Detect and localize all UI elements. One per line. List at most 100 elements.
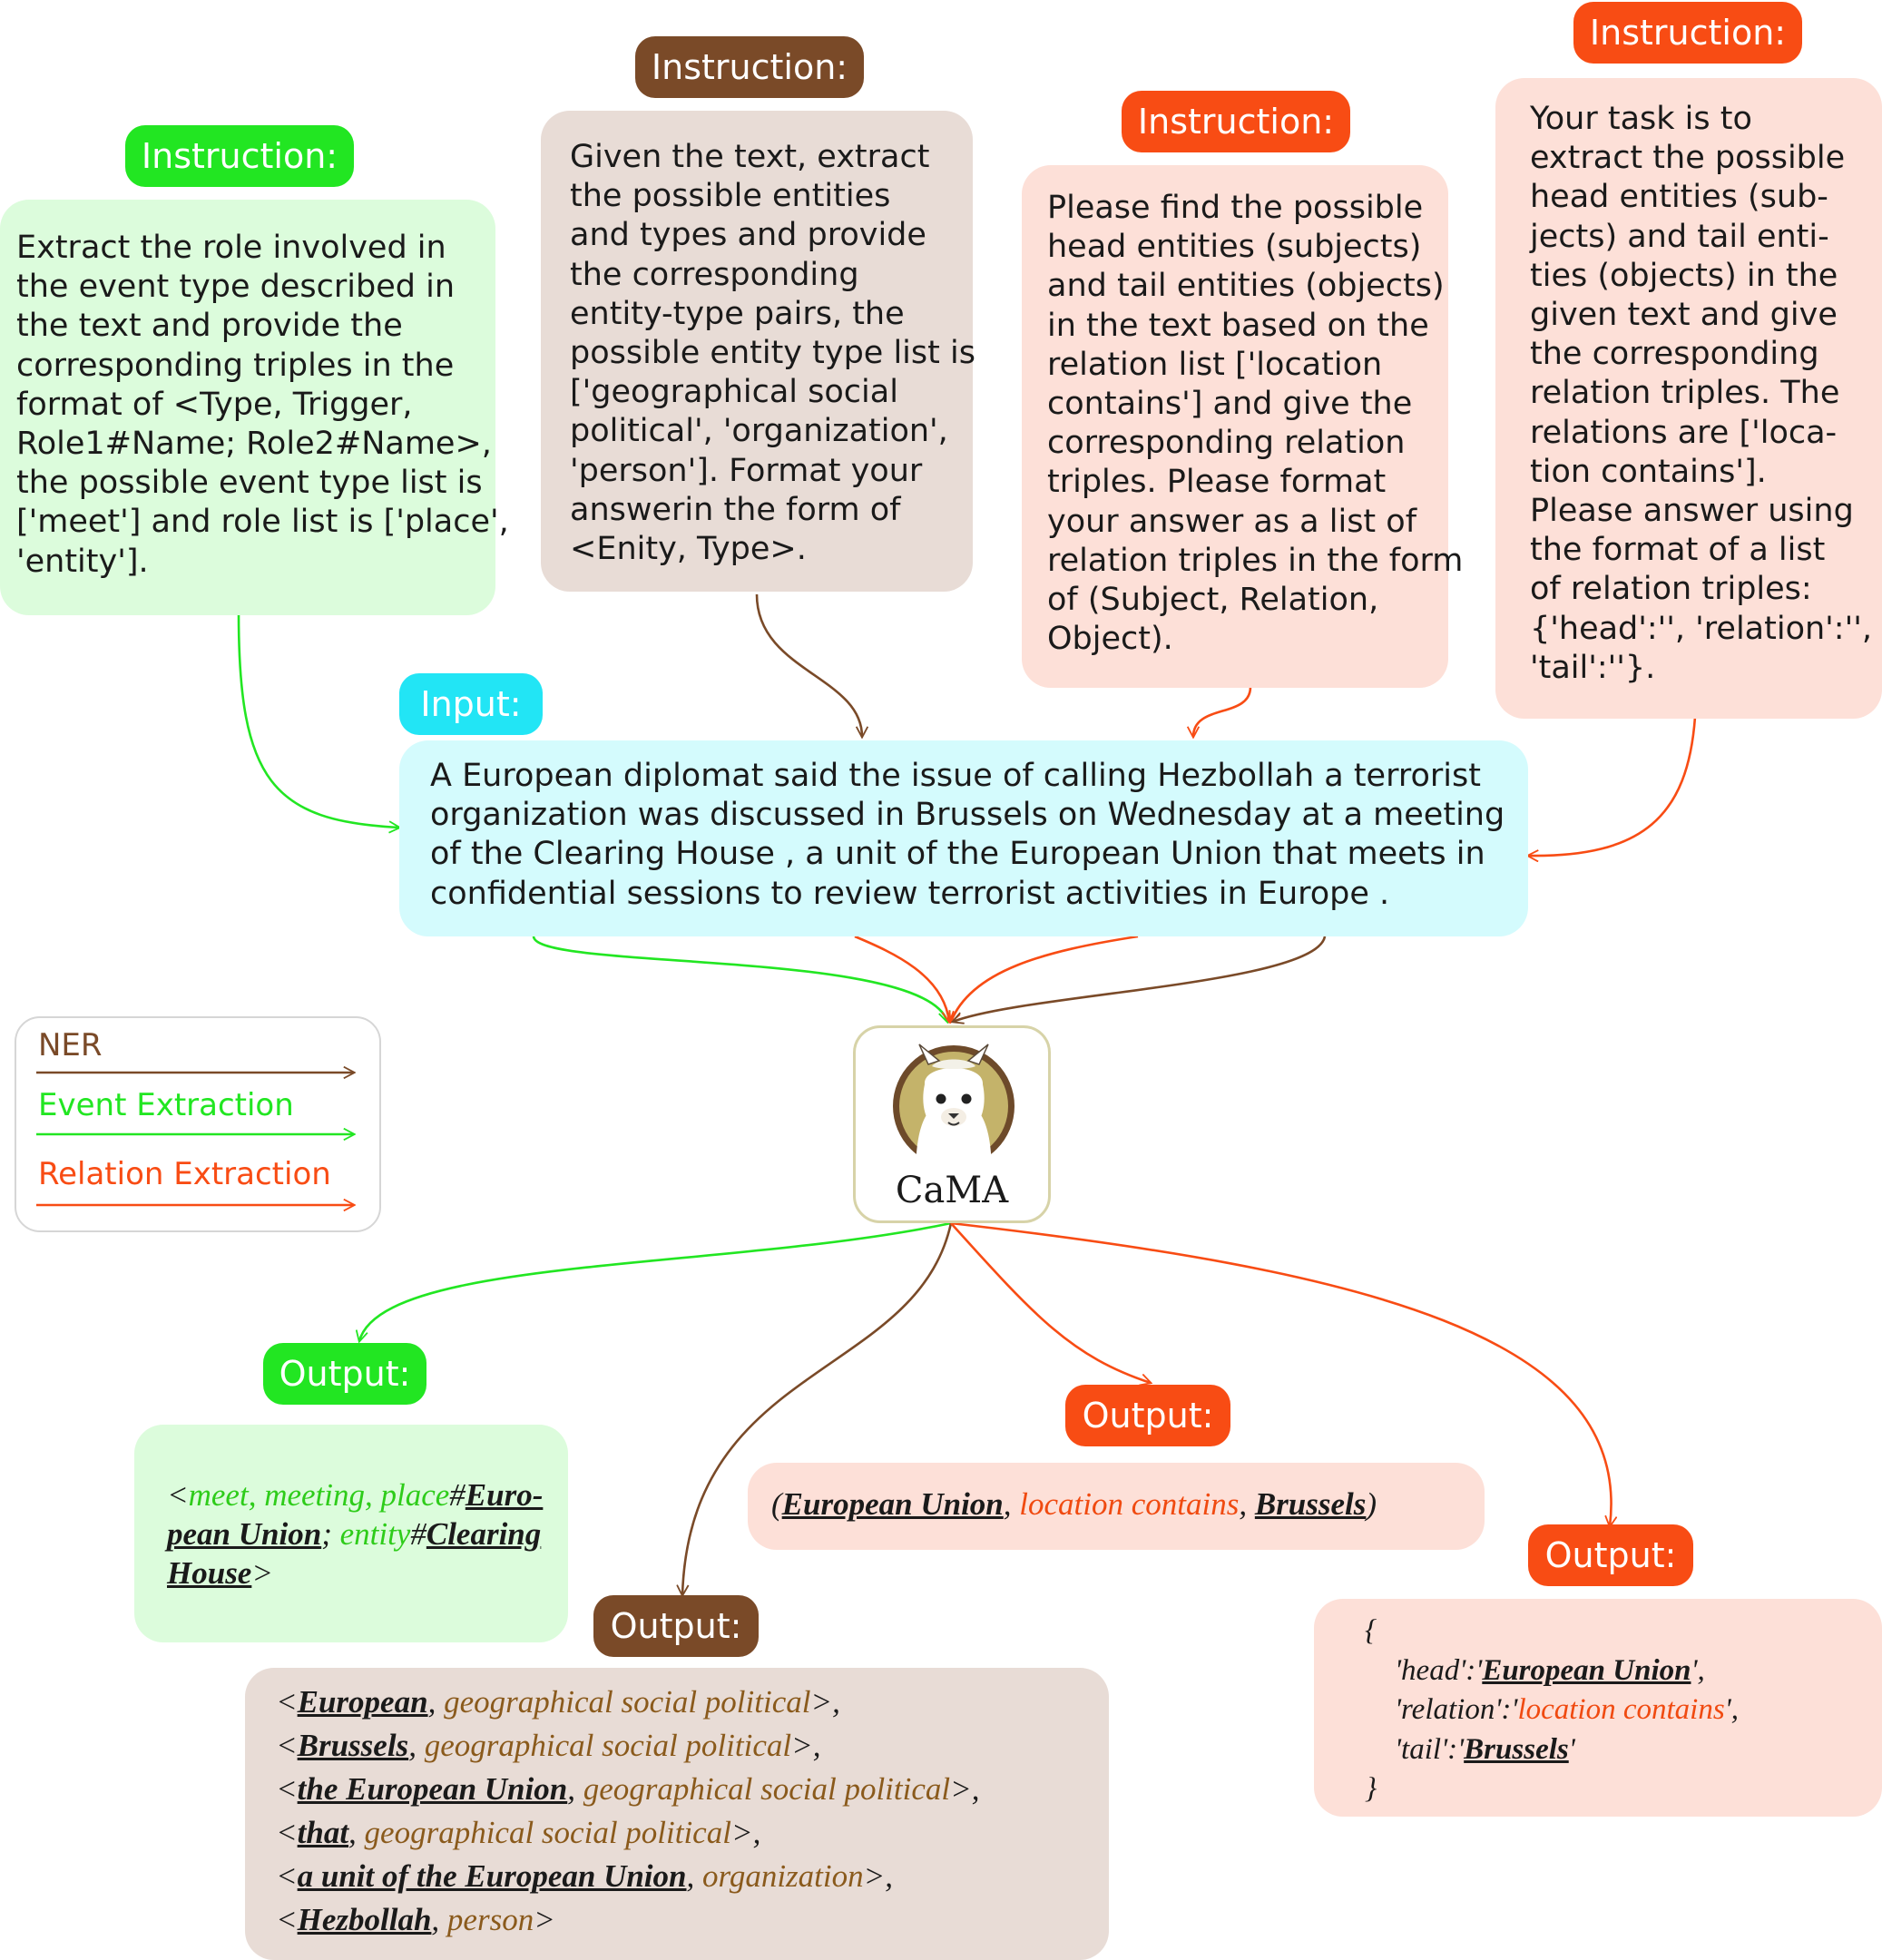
ner-instruction-line: <Enity, Type>. <box>570 531 807 568</box>
relation2-instruction-line: head entities (sub- <box>1530 179 1828 216</box>
event-output-label: Output: <box>263 1343 426 1405</box>
ner-output-label: Output: <box>593 1595 759 1657</box>
arrow-ner-input-to-cama <box>953 936 1327 1022</box>
relation1-output-box: (European Union, location contains, Brus… <box>748 1463 1485 1550</box>
ner-instruction-line: possible entity type list is <box>570 335 975 372</box>
legend-ner-label: NER <box>38 1027 103 1063</box>
relation1-instruction-line: contains'] and give the <box>1047 386 1413 423</box>
arrow-relation1-instruction-to-input <box>1193 686 1252 737</box>
relation2-instruction-line: relation triples. The <box>1530 375 1840 412</box>
input-line: confidential sessions to review terroris… <box>430 875 1390 912</box>
ner-instruction-line: 'person']. Format your <box>570 452 923 489</box>
event-instruction-line: format of <Type, Trigger, <box>16 386 413 423</box>
cama-logo-name: CaMA <box>895 1170 1009 1211</box>
ner-output-text: <European, geographical social political… <box>276 1681 980 1942</box>
relation1-instruction-line: in the text based on the <box>1047 307 1429 344</box>
ner-instruction-line: ['geographical social <box>570 374 898 411</box>
arrow-event-input-to-cama <box>532 936 947 1022</box>
event-instruction-line: the event type described in <box>16 269 456 306</box>
legend-relation-label: Relation Extraction <box>38 1156 331 1192</box>
ner-instruction-line: and types and provide <box>570 217 926 254</box>
ner-instruction-line: Given the text, extract <box>570 139 930 175</box>
relation1-instruction-label: Instruction: <box>1122 91 1350 152</box>
relation1-instruction-line: Please find the possible <box>1047 190 1424 226</box>
ner-output-row: <that, geographical social political>, <box>276 1815 761 1850</box>
arrow-cama-to-relation2-output <box>950 1221 1612 1526</box>
legend-arrows <box>36 1018 379 1230</box>
event-output-box: <meet, meeting, place#Euro-pean Union; e… <box>134 1425 568 1642</box>
relation2-instruction-line: the corresponding <box>1530 336 1819 373</box>
event-instruction-label: Instruction: <box>125 125 354 187</box>
relation2-output-label: Output: <box>1528 1524 1693 1586</box>
relation1-output-text: (European Union, location contains, Brus… <box>771 1486 1377 1522</box>
relation2-instruction-label: Instruction: <box>1573 2 1802 64</box>
relation1-instruction-line: Object). <box>1047 621 1173 658</box>
input-line: of the Clearing House , a unit of the Eu… <box>430 836 1485 873</box>
relation2-output-box: { 'head':'European Union', 'relation':'l… <box>1314 1599 1882 1817</box>
event-instruction-line: the text and provide the <box>16 308 403 345</box>
ner-output-row: <the European Union, geographical social… <box>276 1771 980 1807</box>
arrow-relation2-instruction-to-input <box>1528 716 1697 856</box>
relation2-instruction-line: tion contains']. <box>1530 453 1767 490</box>
relation2-instruction-line: {'head':'', 'relation':'', <box>1530 610 1872 647</box>
event-output-text: <meet, meeting, place#Euro-pean Union; e… <box>167 1477 544 1591</box>
relation1-instruction-line: relation triples in the form <box>1047 542 1464 579</box>
event-instruction-line: Extract the role involved in <box>16 230 446 266</box>
arrow-relation-a-input-to-cama <box>854 935 949 1022</box>
relation2-instruction-line: ties (objects) in the <box>1530 257 1838 294</box>
ner-output-row: <a unit of the European Union, organizat… <box>276 1858 893 1894</box>
arrow-cama-to-ner-output <box>682 1222 953 1595</box>
relation2-instruction-line: Please answer using <box>1530 493 1854 530</box>
arrow-cama-to-relation1-output <box>950 1222 1151 1383</box>
ner-instruction-line: political', 'organization', <box>570 413 948 450</box>
arrow-cama-to-event-output <box>359 1221 952 1341</box>
ner-output-row: <Hezbollah, person> <box>276 1902 555 1937</box>
cama-logo: CaMA <box>853 1025 1051 1223</box>
ner-instruction-line: the possible entities <box>570 178 891 215</box>
relation2-instruction-line: given text and give <box>1530 297 1838 334</box>
ner-instruction-line: the corresponding <box>570 256 859 293</box>
relation1-instruction-line: of (Subject, Relation, <box>1047 582 1379 619</box>
input-text: A European diplomat said the issue of ca… <box>430 757 1505 914</box>
arrow-relation-b-input-to-cama <box>951 935 1139 1022</box>
relation2-instruction-line: of relation triples: <box>1530 571 1812 608</box>
input-label: Input: <box>399 673 543 735</box>
relation1-instruction-line: triples. Please format <box>1047 464 1387 501</box>
relation2-instruction-line: relations are ['loca- <box>1530 414 1838 451</box>
relation2-instruction-line: extract the possible <box>1530 140 1846 177</box>
legend-event-label: Event Extraction <box>38 1087 294 1123</box>
arrow-event-instruction-to-input <box>237 612 399 828</box>
relation2-instruction-line: jects) and tail enti- <box>1530 218 1829 255</box>
event-instruction-line: corresponding triples in the <box>16 347 455 384</box>
event-instruction-line: the possible event type list is <box>16 465 483 502</box>
relation1-instruction-line: corresponding relation <box>1047 425 1406 462</box>
ner-output-box: <European, geographical social political… <box>245 1668 1109 1960</box>
relation1-instruction-line: head entities (subjects) <box>1047 229 1422 266</box>
relation1-output-label: Output: <box>1065 1385 1230 1446</box>
relation2-instruction-line: the format of a list <box>1530 532 1826 569</box>
relation1-instruction-line: relation list ['location <box>1047 346 1383 383</box>
ner-instruction-line: answerin the form of <box>570 491 901 528</box>
llama-icon <box>893 1044 1015 1177</box>
relation2-output-text: { 'head':'European Union', 'relation':'l… <box>1365 1614 1739 1805</box>
event-instruction-line: ['meet'] and role list is ['place', <box>16 504 509 541</box>
event-instruction-line: 'entity']. <box>16 543 149 580</box>
ner-output-row: <European, geographical social political… <box>276 1684 840 1720</box>
input-box: A European diplomat said the issue of ca… <box>399 740 1528 936</box>
relation1-instruction-line: your answer as a list of <box>1047 503 1417 540</box>
input-line: organization was discussed in Brussels o… <box>430 797 1505 834</box>
arrow-ner-instruction-to-input <box>755 593 862 737</box>
event-instruction-line: Role1#Name; Role2#Name>, <box>16 426 492 463</box>
relation2-instruction-line: Your task is to <box>1530 101 1752 137</box>
ner-instruction-label: Instruction: <box>635 36 864 98</box>
ner-instruction-line: entity-type pairs, the <box>570 295 905 332</box>
